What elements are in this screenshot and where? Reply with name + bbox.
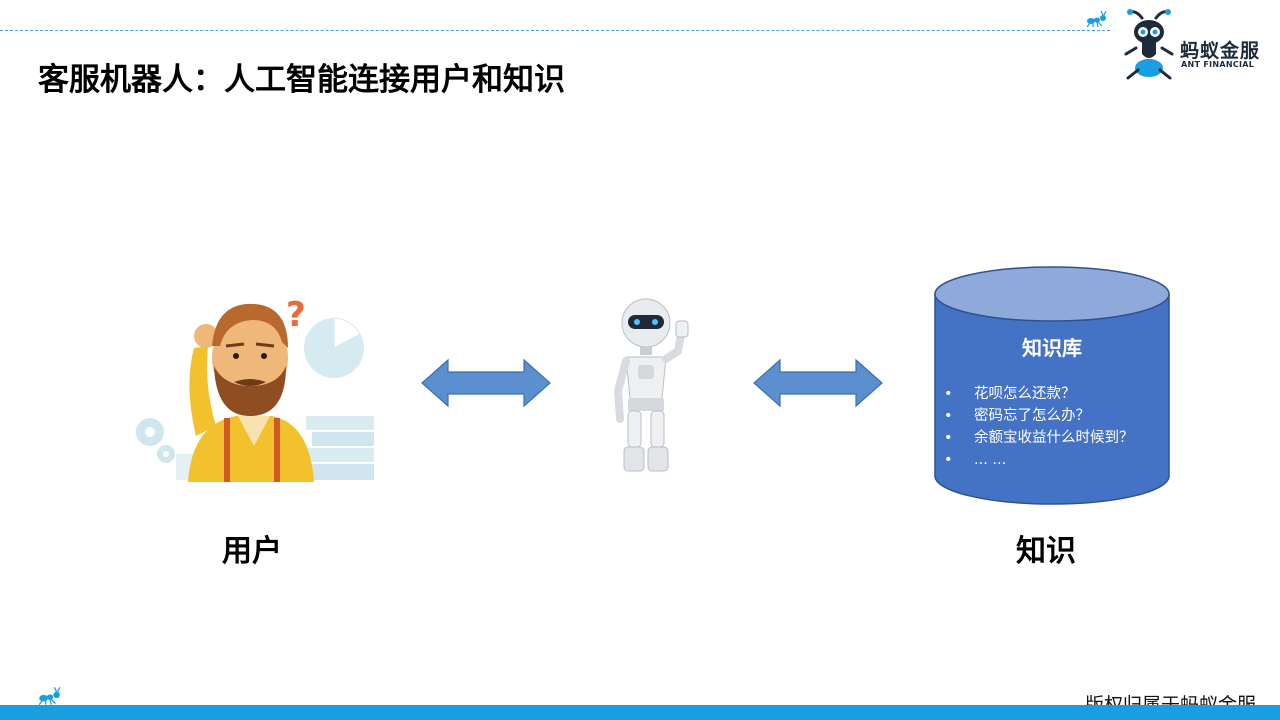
svg-text:?: ? (286, 295, 306, 335)
top-divider (0, 30, 1110, 31)
ant-financial-logo-icon (1124, 9, 1174, 80)
logo-name: 蚂蚁金服 (1180, 40, 1261, 62)
knowledge-label: 知识 (1016, 534, 1076, 569)
ant-icon (1086, 10, 1107, 28)
list-item: 余额宝收益什么时候到？ (944, 427, 1134, 449)
user-label: 用户 (222, 534, 282, 569)
robot-illustration (613, 298, 689, 472)
bottom-accent-bar (0, 705, 1280, 720)
knowledge-base-list: 花呗怎么还款？ 密码忘了怎么办？ 余额宝收益什么时候到？ ... ... (944, 383, 1134, 471)
slide-title: 客服机器人：人工智能连接用户和知识 (38, 62, 565, 98)
logo-subtitle: ANT FINANCIAL (1181, 60, 1255, 69)
knowledge-base-title: 知识库 (1022, 336, 1082, 360)
double-arrow-icon (753, 358, 883, 408)
list-item: 花呗怎么还款？ (944, 383, 1134, 405)
list-item: 密码忘了怎么办？ (944, 405, 1134, 427)
double-arrow-icon (421, 358, 551, 408)
list-item: ... ... (944, 449, 1134, 471)
confused-user-illustration: ? (136, 295, 374, 482)
ant-icon (38, 687, 61, 706)
